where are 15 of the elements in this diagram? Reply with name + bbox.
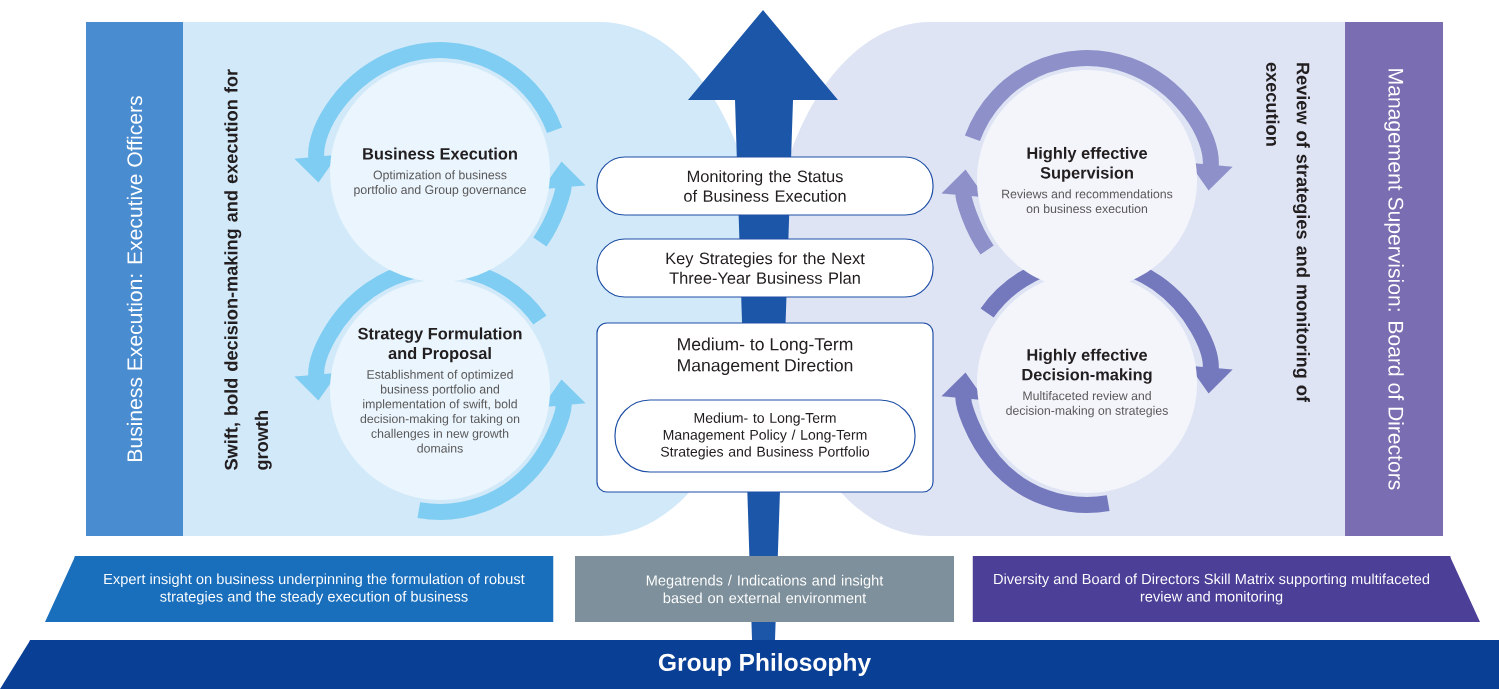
rotated-label: Review of strategies and monitoring of execution: [1266, 62, 1310, 403]
rotated-label: Swift, bold decision-making and execution for growth: [224, 69, 272, 470]
side-band: Management Supervision: Board of Directors: [1345, 22, 1443, 536]
base-banner: Group Philosophy: [0, 640, 1499, 689]
rounded-box: Medium- to Long-Term Management Policy / Long-Term Strategies and Business Portfolio: [614, 399, 916, 473]
trapezoid-banner: Diversity and Board of Directors Skill Matrix supporting multifaceted review and monitoring: [972, 556, 1480, 622]
circle-node: Highly effective Supervision Reviews and recommendations on business execution: [977, 70, 1197, 290]
rounded-box: Monitoring the Status of Business Execution: [596, 156, 934, 216]
side-band: Business Execution: Executive Officers: [86, 22, 183, 536]
trapezoid-banner: Expert insight on business underpinning the formulation of robust strategies and the steady execution of business: [45, 556, 554, 622]
info-box: Megatrends / Indications and insight based on external environment: [575, 556, 954, 622]
rounded-box: Key Strategies for the Next Three-Year Business Plan: [596, 238, 934, 298]
circle-node: Highly effective Decision-making Multifaceted review and decision-making on strategies: [977, 273, 1197, 493]
circle-node: Strategy Formulation and Proposal Establishment of optimized business portfolio and implementation of swift, bold decision-making for taking on challenges in new growth domains: [330, 280, 550, 500]
circle-node: Business Execution Optimization of business portfolio and Group governance: [330, 62, 550, 282]
